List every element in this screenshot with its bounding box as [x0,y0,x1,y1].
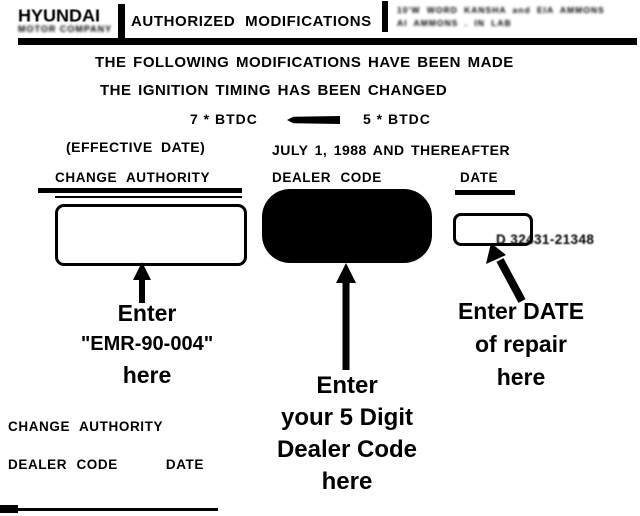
effective-date-label: (EFFECTIVE DATE) [66,139,206,155]
header-address-block: 10'W WORD KANSHA and EIA AMMONS AI AMMON… [397,4,635,30]
timing-old-value: 7 * BTDC [190,111,258,127]
footer-dealer-code-date-row: DEALER CODE DATE [8,457,204,472]
label-part-number: D 32431-21348 [496,232,595,247]
annotation-change-authority-line3: here [122,362,172,388]
header-address-line1: 10'W WORD KANSHA and EIA AMMONS [397,5,605,15]
footer-dealer-code-label: DEALER CODE [8,457,118,472]
bottom-rule-cap [0,505,18,513]
annotation-date: Enter DATE of repair here [425,295,617,394]
dealer-code-label: DEALER CODE [272,170,382,185]
dealer-code-field-box-filled [262,189,432,263]
hyundai-logo: HYUNDAI [18,6,101,26]
annotation-dealer-code-line4: here [321,468,373,495]
statement-ignition-timing: THE IGNITION TIMING HAS BEEN CHANGED [100,82,448,99]
header-divider-right [382,1,388,32]
annotation-dealer-code-line3: Dealer Code [276,436,418,463]
page-title: AUTHORIZED MODIFICATIONS [131,13,372,30]
header-rule [18,38,637,45]
annotation-date-line1: Enter DATE [457,298,585,324]
annotation-change-authority-line1: Enter [117,300,177,326]
footer-change-authority-label: CHANGE AUTHORITY [8,419,164,434]
annotation-change-authority: Enter "EMR-90-004" here [58,298,236,391]
change-authority-field-box [55,204,247,266]
annotation-date-line3: here [496,364,546,390]
annotation-change-authority-line2: "EMR-90-004" [80,333,214,355]
annotation-dealer-code: Enter your 5 Digit Dealer Code here [248,370,446,498]
timing-new-value: 5 * BTDC [363,111,431,127]
footer-date-label: DATE [165,457,205,472]
statement-modifications-made: THE FOLLOWING MODIFICATIONS HAVE BEEN MA… [95,54,514,71]
header-address-line2: AI AMMONS . IN LAB [397,18,512,28]
date-label: DATE [460,170,499,185]
change-authority-underline-thin [55,196,242,198]
bottom-rule [0,508,218,511]
change-authority-underline [38,188,242,193]
arrow-head-dealer-code [336,263,356,283]
effective-date-value: JULY 1, 1988 AND THEREAFTER [272,142,511,158]
header-divider-left [118,4,125,40]
timing-change-arrow [287,116,340,124]
annotation-date-line2: of repair [474,331,568,357]
annotation-dealer-code-line2: your 5 Digit [280,404,413,431]
change-authority-label: CHANGE AUTHORITY [55,170,211,185]
hyundai-logo-subtext: MOTOR COMPANY [18,24,113,34]
annotation-dealer-code-line1: Enter [316,372,378,399]
date-underline [455,190,515,195]
